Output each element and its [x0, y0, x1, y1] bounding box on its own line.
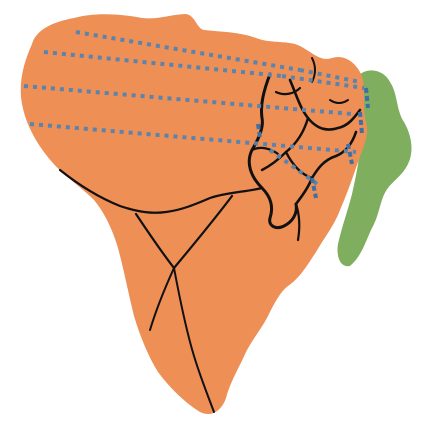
- blue-mark: [360, 112, 362, 134]
- blue-mark: [366, 88, 368, 108]
